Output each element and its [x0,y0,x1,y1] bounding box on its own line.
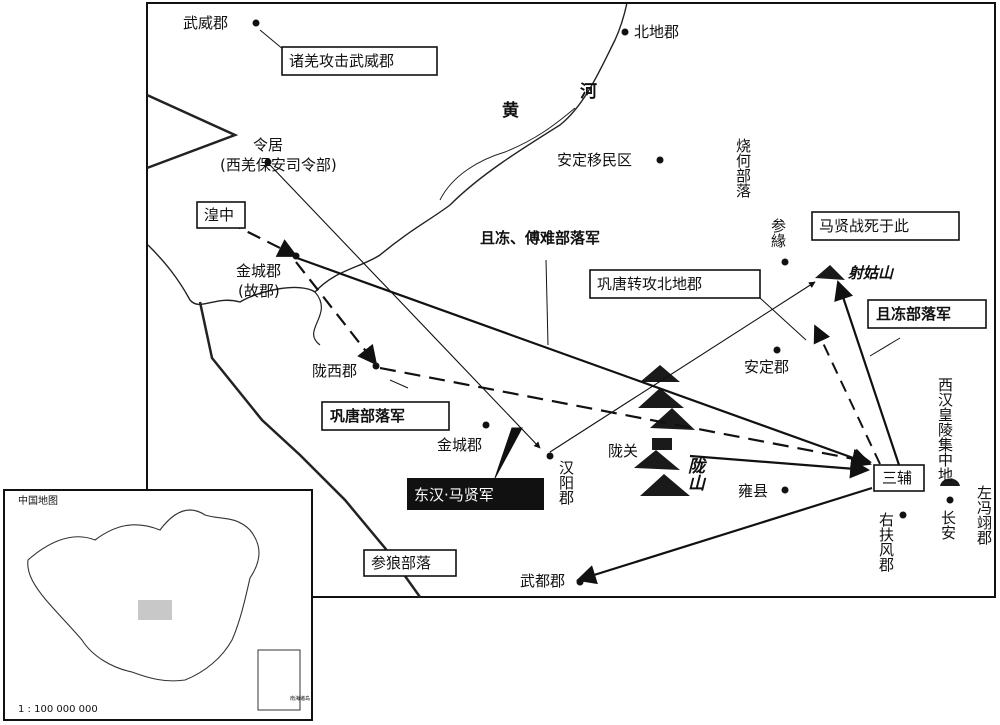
place-hanyang: 汉阳郡 [557,460,575,505]
place-jincheng-old-note: (故郡) [238,282,280,300]
label-maxian-army: 东汉·马贤军 [414,486,494,504]
huanghe-char-2: 河 [580,82,597,102]
place-anding: 安定郡 [744,358,789,376]
place-wuwei: 武威郡 [183,14,228,32]
boundary-lines [146,2,628,598]
place-changan: 长安 [939,510,957,540]
place-yongxian: 雍县 [738,482,768,500]
place-longxi: 陇西郡 [312,362,357,380]
tomb-icon [940,478,960,486]
inset-map: 中国地图 南海诸岛 1 : 100 000 000 [3,489,313,721]
place-lingju-note: (西羌保安司令部) [220,156,337,174]
xihan-tombs-note: 西汉皇陵集中地 [936,377,954,482]
map-frame [146,2,996,598]
inset-scale: 1 : 100 000 000 [18,704,98,715]
place-dots [252,19,954,586]
shegushan-label: 射姑山 [848,264,895,282]
place-huangzhong: 湟中 [204,206,234,224]
label-shaohe: 烧何部落 [734,138,752,198]
label-sanfu: 三辅 [882,469,912,487]
label-boxes [196,46,987,577]
maxian-army-box [407,478,544,510]
river-branch [313,291,322,346]
place-longguan: 陇关 [608,442,638,460]
inset-south-sea: 南海诸岛 [290,695,310,702]
label-gongtang: 巩唐部落军 [330,407,405,425]
longshan-mountains [634,365,695,496]
huanghe-char-1: 黄 [502,100,519,121]
label-gongtang-beidi: 巩唐转攻北地郡 [597,275,702,293]
routes [227,29,902,585]
label-qiedong-fu: 且冻、傅难部落军 [480,229,600,247]
label-maxian-death: 马贤战死于此 [819,217,909,235]
longshan-label: 陇山 [684,457,705,491]
label-qiedong: 且冻部落军 [876,305,951,323]
label-canlang: 参狼部落 [371,554,431,572]
place-jincheng-old: 金城郡 [236,262,281,280]
place-lingju: 令居 [253,136,283,154]
place-zuopingyi: 左冯翊郡 [975,485,993,545]
place-wudu: 武都郡 [520,572,565,590]
label-zhuqiang: 诸羌攻击武威郡 [289,52,394,70]
inset-title: 中国地图 [18,494,58,507]
place-jincheng: 金城郡 [437,436,482,454]
place-anding-yimin: 安定移民区 [557,151,632,169]
place-beidi: 北地郡 [634,23,679,41]
shegushan-mountain [815,265,845,280]
place-youfufeng: 右扶风郡 [877,512,895,572]
place-canluan: 参緣 [769,218,787,248]
